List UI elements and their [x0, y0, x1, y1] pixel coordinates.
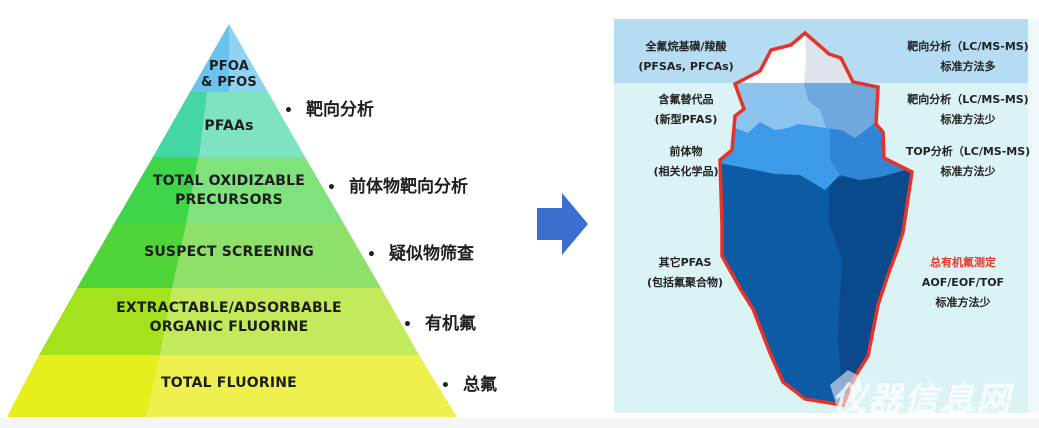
- label-highlight: 总有机氟测定: [929, 256, 996, 269]
- iceberg-method-targeted-many: 靶向分析（LC/MS-MS) 标准方法多: [907, 37, 1028, 77]
- pyramid-graphic: [7, 24, 457, 417]
- layer-label-line1: TOTAL FLUORINE: [161, 375, 297, 391]
- pyramid-layer-pfoa-pfos: PFOA & PFOS: [201, 59, 257, 91]
- iceberg-label-pfsas-pfcas: 全氟烷基磺/羧酸 (PFSAs, PFCAs): [638, 37, 733, 77]
- note-organic-fluorine: • 有机氟: [403, 309, 476, 334]
- iceberg-method-top: TOP分析（LC/MS-MS) 标准方法少: [906, 142, 1030, 182]
- note-text: 有机氟: [425, 314, 476, 334]
- label-line3: 标准方法少: [935, 296, 991, 309]
- label-line1: 其它PFAS: [658, 256, 712, 269]
- layer-label-line2: ORGANIC FLUORINE: [149, 319, 309, 335]
- note-total-fluorine: • 总氟: [441, 370, 497, 395]
- label-line1: 全氟烷基磺/羧酸: [645, 40, 727, 53]
- note-text: 疑似物筛查: [389, 244, 474, 264]
- watermark-url: www.instrument.com.cn: [850, 405, 1002, 415]
- note-suspect-screening: • 疑似物筛查: [367, 239, 474, 264]
- layer-label-line1: PFAAs: [204, 118, 254, 134]
- iceberg-label-precursors: 前体物 (相关化学品): [653, 142, 718, 182]
- note-precursor-targeted: • 前体物靶向分析: [327, 172, 468, 197]
- label-line2: (新型PFAS): [654, 113, 718, 126]
- watermark-text: 仪器信息网: [832, 380, 1012, 420]
- layer-label-line2: PRECURSORS: [175, 192, 283, 208]
- iceberg-label-other-pfas: 其它PFAS (包括氟聚合物): [647, 253, 723, 293]
- pyramid-layer-suspect-screening: SUSPECT SCREENING: [144, 243, 314, 262]
- label-line1: 靶向分析（LC/MS-MS): [907, 40, 1029, 53]
- layer-label-line1: EXTRACTABLE/ADSORBABLE: [116, 300, 342, 316]
- iceberg-method-targeted-few: 靶向分析（LC/MS-MS) 标准方法少: [907, 90, 1028, 130]
- bullet-icon: •: [403, 317, 412, 333]
- layer-label-line2: & PFOS: [201, 75, 257, 90]
- bullet-icon: •: [327, 180, 336, 196]
- label-line2: AOF/EOF/TOF: [921, 276, 1005, 289]
- pyramid-layer-top: TOTAL OXIDIZABLE PRECURSORS: [153, 172, 305, 210]
- note-text: 总氟: [463, 375, 497, 395]
- note-text: 靶向分析: [306, 100, 374, 120]
- layer-label-line1: SUSPECT SCREENING: [144, 244, 314, 260]
- label-line1: 含氟替代品: [658, 93, 714, 106]
- label-line2: 标准方法多: [940, 60, 996, 73]
- bullet-icon: •: [441, 378, 450, 394]
- label-line1: 前体物: [669, 145, 703, 158]
- bottom-band: [0, 418, 1039, 428]
- iceberg-label-alternatives: 含氟替代品 (新型PFAS): [655, 90, 718, 130]
- pyramid-layer-total-fluorine: TOTAL FLUORINE: [161, 374, 297, 393]
- label-line2: 标准方法少: [940, 165, 996, 178]
- bullet-icon: •: [284, 103, 293, 119]
- label-line2: (PFSAs, PFCAs): [638, 60, 734, 73]
- watermark-logo-icon: [830, 370, 862, 410]
- iceberg-method-total-organic-fluorine: 总有机氟测定 AOF/EOF/TOF 标准方法少: [922, 253, 1004, 313]
- label-line2: 标准方法少: [940, 113, 996, 126]
- bullet-icon: •: [367, 247, 376, 263]
- label-line2: (相关化学品): [653, 165, 719, 178]
- pyramid-layer-pfaas: PFAAs: [204, 117, 253, 136]
- note-text: 前体物靶向分析: [349, 177, 468, 197]
- label-line1: TOP分析（LC/MS-MS): [905, 145, 1031, 158]
- pyramid-layer-eof-aof: EXTRACTABLE/ADSORBABLE ORGANIC FLUORINE: [116, 299, 342, 337]
- label-line2: (包括氟聚合物): [646, 276, 724, 289]
- note-targeted-analysis: • 靶向分析: [284, 95, 374, 120]
- layer-label-line1: PFOA: [209, 59, 249, 74]
- layer-label-line1: TOTAL OXIDIZABLE: [152, 173, 306, 189]
- label-line1: 靶向分析（LC/MS-MS): [907, 93, 1029, 106]
